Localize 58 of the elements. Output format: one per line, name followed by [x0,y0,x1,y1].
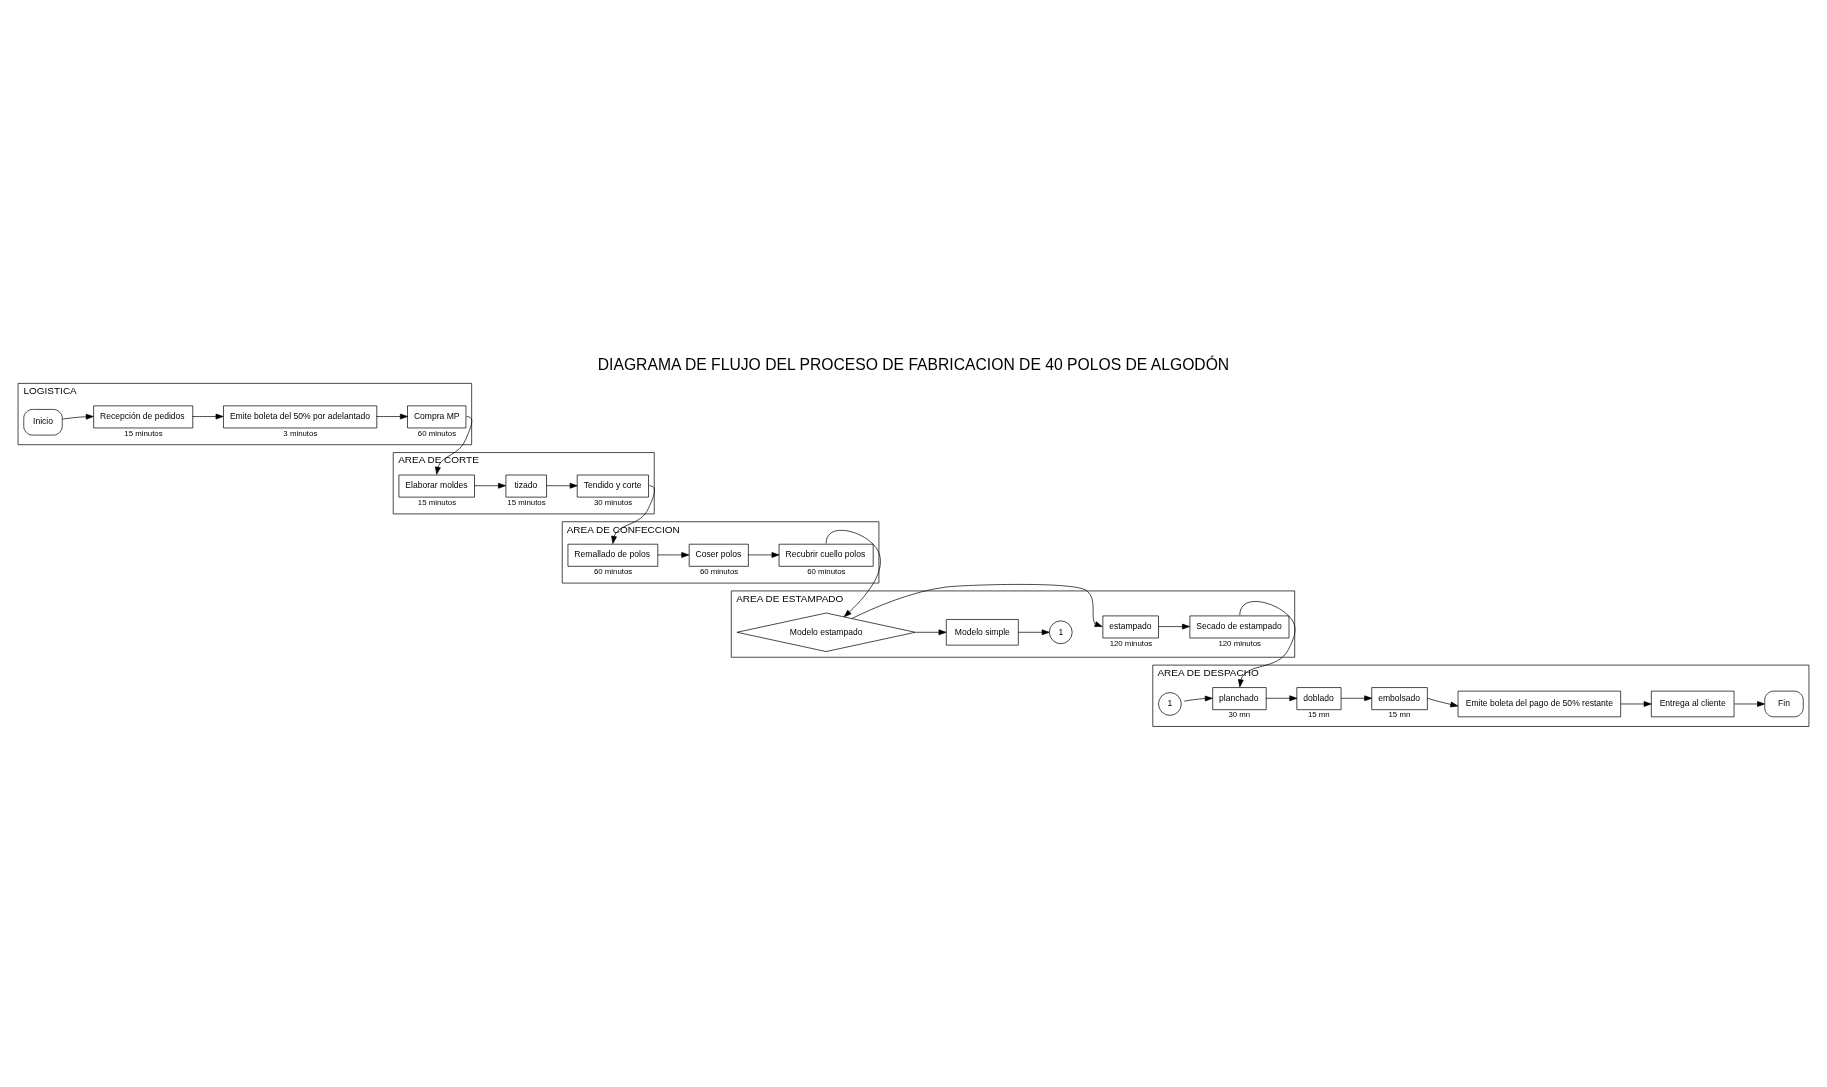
arrow [474,482,506,489]
arrow [1018,629,1050,636]
node-label: 30 minutos [593,497,633,507]
arrow [915,629,947,636]
node-box: Elaborar moldes [398,474,475,498]
node-box: Compra MP [407,405,467,429]
node-label: 60 minutos [417,428,457,438]
arrow [1620,701,1652,707]
node-label: 120 minutos [1218,638,1262,648]
arrow [62,413,94,420]
node-box: Inicio [23,409,63,436]
node-label: 30 mn [1228,710,1251,720]
node-label: 15 minutos [417,497,457,507]
node-box: Remallado de polos [567,543,659,567]
node-box: Recepción de pedidos [93,405,194,429]
node-diamond: Modelo estampado [736,612,916,652]
node-box: embolsado [1371,687,1428,711]
node-label: 120 minutos [1109,638,1153,648]
node-box: Entrega al cliente [1650,690,1735,718]
node-label: 15 mn [1307,710,1330,720]
node-label: 15 minutos [507,497,546,507]
arrow [825,530,881,618]
node-box: tizado [505,474,547,498]
diagram-title: DIAGRAMA DE FLUJO DEL PROCESO DE FABRICACION DE 40 POLOS DE ALGODÓN [597,356,1230,374]
node-label: 60 minutos [807,567,846,577]
node-label: 15 minutos [124,428,163,438]
arrow [435,416,473,475]
node-box: Secado de estampado [1189,615,1290,639]
node-label: 60 minutos [699,567,739,577]
arrow [545,482,578,489]
node-box: Tendido y corte [576,474,649,498]
arrow [1427,697,1459,708]
node-label: 3 minutos [283,428,318,438]
arrow [611,485,655,544]
node-box: Coser polos [688,543,749,567]
node-label: 15 mn [1388,710,1411,720]
node-circle: 1 [1158,692,1182,716]
node-label: 60 minutos [593,567,633,577]
arrow [747,552,780,558]
node-box: planchado [1212,687,1267,711]
node-box: Emite boleta del pago de 50% restante [1457,690,1621,718]
node-box: Fin [1764,690,1804,718]
arrow [1183,695,1213,702]
arrow [1340,695,1373,702]
arrow [657,552,690,558]
arrow [851,584,1103,627]
arrow [1734,701,1765,707]
arrow [1238,601,1296,688]
node-box: estampado [1102,615,1159,639]
node-box: Emite boleta del 50% por adelantado [223,405,378,429]
node-circle: 1 [1049,620,1073,645]
node-box: doblado [1296,687,1342,711]
node-box: Modelo simple [945,619,1019,646]
arrow [1265,695,1298,702]
arrow [192,413,224,420]
arrow [376,413,408,420]
arrow [1158,623,1190,630]
node-box: Recubrir cuello polos [778,543,874,567]
